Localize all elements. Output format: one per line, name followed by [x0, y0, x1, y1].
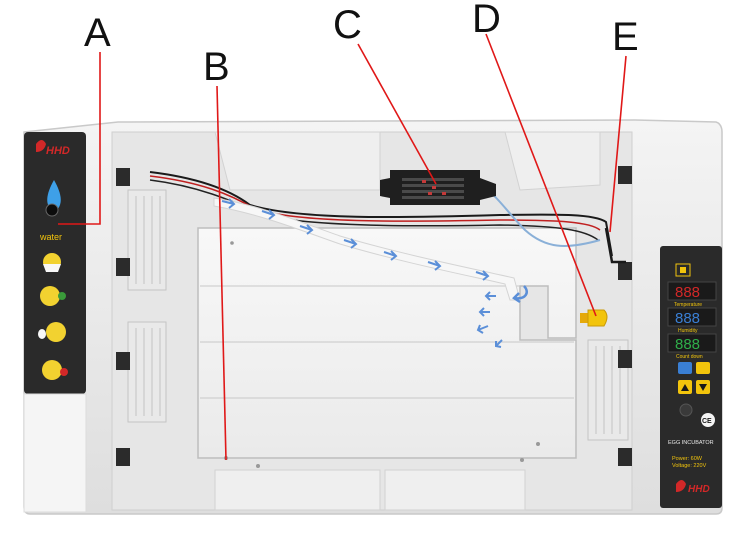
- egg-tray: [197, 227, 577, 468]
- product-label: EGG INCUBATOR: [668, 440, 714, 446]
- reset-button[interactable]: [679, 403, 693, 417]
- right-brand-logo: HHD: [688, 484, 710, 495]
- chick-with-flower-icon: [42, 360, 68, 380]
- chick-with-egg-icon: [38, 322, 66, 342]
- temperature-label: Temperature: [674, 302, 702, 308]
- corner-latches: [116, 166, 632, 466]
- leader-line-e: [609, 55, 627, 233]
- callout-d: D: [472, 0, 501, 41]
- sensor-module: [380, 170, 496, 205]
- humidity-label: Humidity: [678, 328, 698, 334]
- arrow-down-icon: [699, 384, 707, 391]
- mode-button[interactable]: [696, 362, 710, 374]
- water-channel: [213, 197, 521, 301]
- arrow-up-icon: [681, 384, 689, 391]
- leader-line-a: [58, 52, 101, 225]
- chick-logo-icon: [36, 140, 46, 152]
- callout-leader-lines: [58, 33, 627, 461]
- callout-a: A: [84, 11, 111, 55]
- right-control-panel: 888 Temperature 888 Humidity 888 Count d…: [660, 246, 722, 508]
- chick-hatching-icon: [43, 253, 61, 272]
- chick-logo-icon: [676, 480, 686, 492]
- humidity-display: [667, 307, 717, 327]
- leader-line-d: [485, 33, 597, 317]
- yellow-water-cap: [580, 309, 608, 327]
- voltage-spec: Voltage: 220V: [672, 463, 707, 469]
- chick-icon: [40, 286, 66, 306]
- water-label: water: [39, 232, 62, 242]
- leader-line-c: [357, 43, 437, 185]
- settings-button[interactable]: [678, 362, 692, 374]
- countdown-digits: 888: [675, 336, 700, 353]
- left-vent-grill: [127, 189, 167, 423]
- callout-c: C: [333, 3, 362, 47]
- callout-e: E: [612, 15, 639, 59]
- ce-mark: CE: [702, 418, 712, 425]
- countdown-display: [667, 333, 717, 353]
- water-flow-arrows: [221, 198, 528, 348]
- leader-line-b: [216, 85, 227, 461]
- temperature-display: [667, 281, 717, 301]
- temperature-digits: 888: [675, 284, 700, 301]
- menu-icon: [680, 267, 686, 273]
- power-spec: Power: 60W: [672, 456, 703, 462]
- ce-badge: [701, 413, 715, 427]
- left-control-panel: HHD water: [23, 132, 87, 513]
- callout-b: B: [203, 45, 230, 89]
- humidity-digits: 888: [675, 310, 700, 327]
- left-brand-logo: HHD: [46, 145, 70, 157]
- countdown-label: Count down: [676, 354, 703, 360]
- water-inlet-hole: [45, 203, 59, 217]
